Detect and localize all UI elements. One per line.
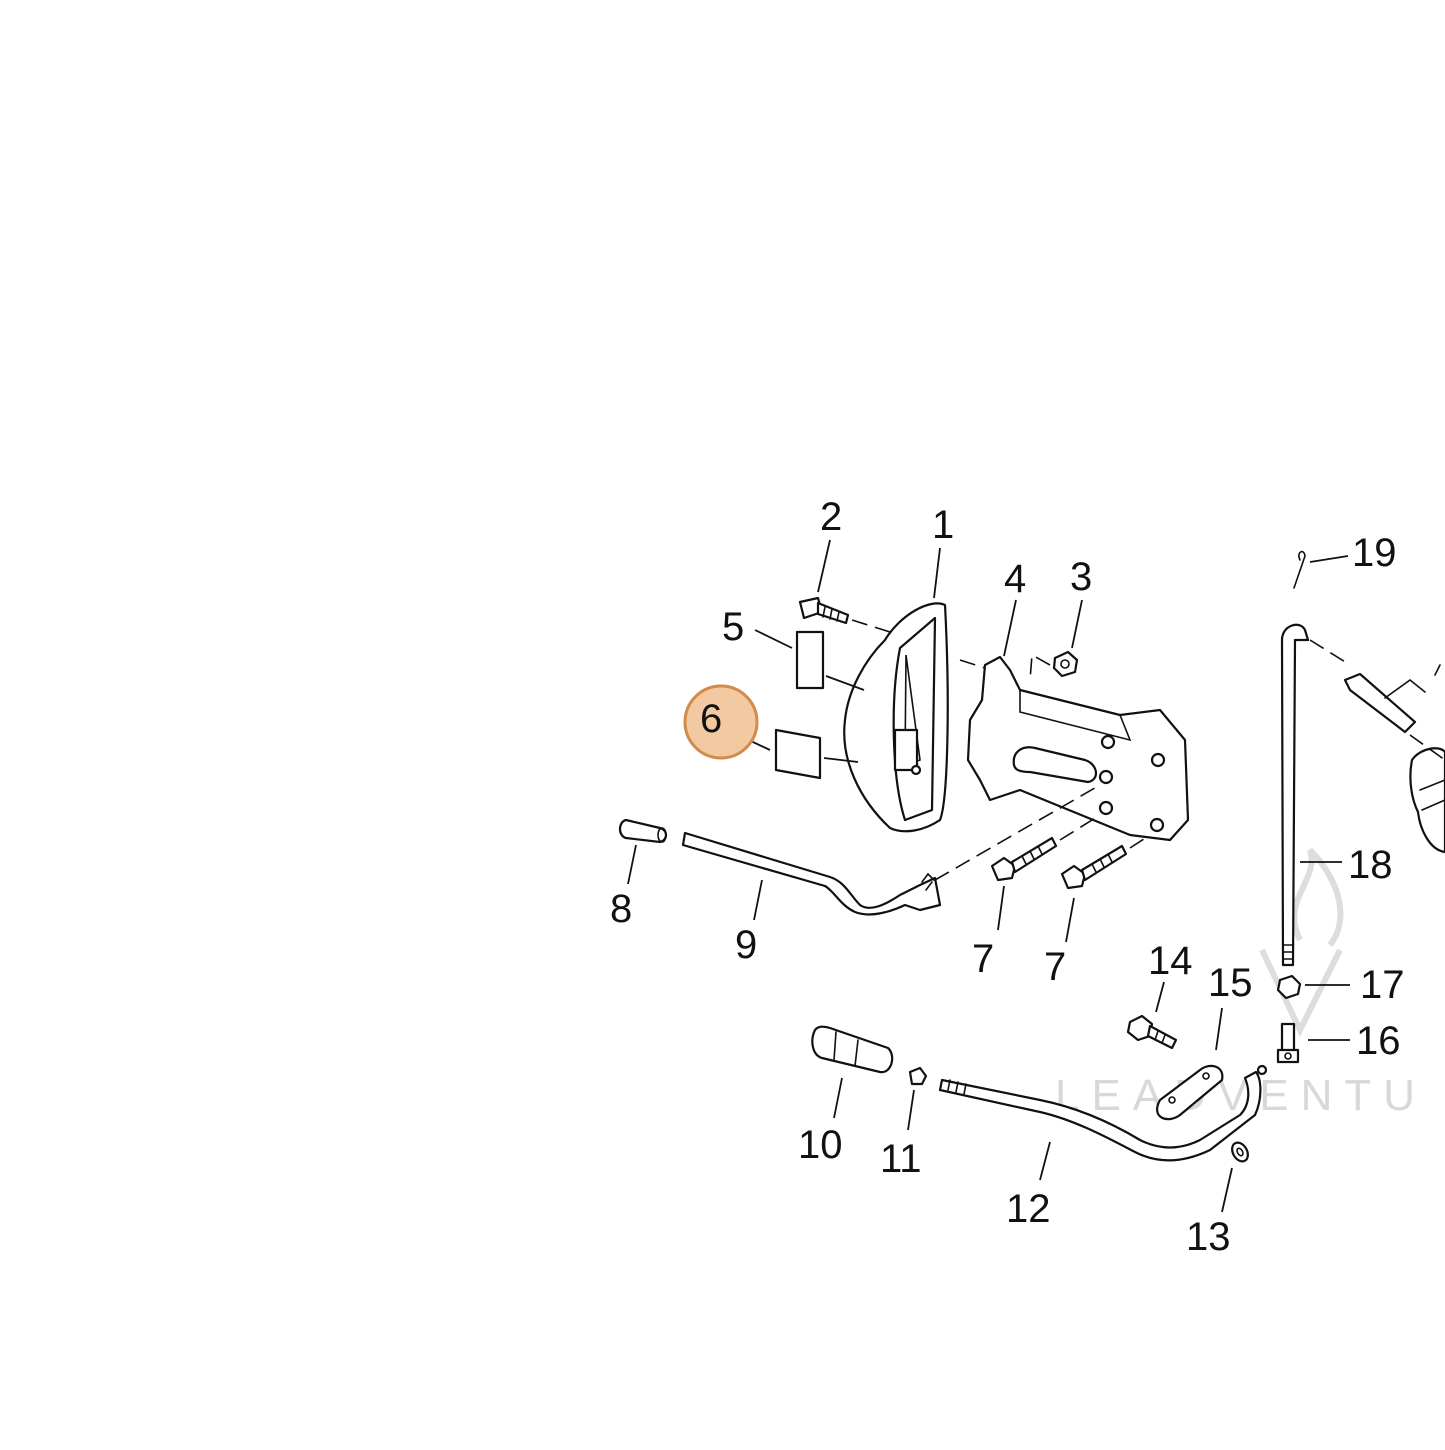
callout-18[interactable]: 18 — [1348, 843, 1393, 887]
assembly-dash-lines — [934, 784, 1151, 881]
part-4-bracket — [959, 655, 1190, 842]
part-6-label-sticker — [774, 728, 859, 780]
callout-3[interactable]: 3 — [1070, 555, 1092, 599]
callout-2[interactable]: 2 — [820, 495, 842, 539]
part-2-screw — [798, 596, 891, 633]
part-3-nut — [1029, 650, 1079, 681]
leader-lines — [627, 539, 1350, 1213]
callout-5[interactable]: 5 — [722, 605, 744, 649]
callout-8[interactable]: 8 — [610, 887, 632, 931]
watermark: LEADVENTU — [1055, 847, 1427, 1120]
part-8-cap — [618, 818, 668, 844]
callout-17[interactable]: 17 — [1360, 963, 1405, 1007]
part-7-screw-a — [990, 836, 1058, 882]
part-5-label-sticker — [795, 630, 865, 691]
part-9-rod — [681, 831, 942, 916]
callout-19[interactable]: 19 — [1352, 531, 1397, 575]
callout-11[interactable]: 11 — [880, 1137, 922, 1181]
callout-9[interactable]: 9 — [735, 923, 757, 967]
callout-15[interactable]: 15 — [1208, 961, 1253, 1005]
callout-labels: 1 2 3 4 5 6 7 7 8 9 10 11 12 13 14 15 16… — [610, 495, 1405, 1259]
callout-7-b[interactable]: 7 — [1044, 945, 1066, 989]
part-13-washer — [1231, 1141, 1249, 1163]
callout-16[interactable]: 16 — [1356, 1019, 1401, 1063]
callout-7-a[interactable]: 7 — [972, 937, 994, 981]
part-1-handle-shell — [843, 602, 949, 833]
callout-6[interactable]: 6 — [700, 697, 722, 741]
callout-10[interactable]: 10 — [798, 1123, 843, 1167]
watermark-text: LEADVENTU — [1055, 1071, 1427, 1120]
part-11-nut — [908, 1066, 928, 1086]
callout-4[interactable]: 4 — [1004, 557, 1026, 601]
partial-linkage-right — [1343, 664, 1445, 854]
part-18-rod — [1280, 623, 1351, 967]
callout-14[interactable]: 14 — [1148, 939, 1193, 983]
part-15-plate — [1156, 1064, 1224, 1121]
part-14-bolt — [1126, 1014, 1178, 1050]
part-10-knob — [811, 1025, 894, 1074]
part-7-screw-b — [1060, 844, 1128, 890]
part-19-cotter-pin — [1293, 550, 1306, 589]
part-12-shift-rod — [938, 1064, 1268, 1162]
callout-12[interactable]: 12 — [1006, 1187, 1051, 1231]
part-17-nut — [1276, 974, 1302, 1000]
callout-1[interactable]: 1 — [932, 503, 954, 547]
callout-6-highlight[interactable] — [683, 684, 759, 760]
callout-13[interactable]: 13 — [1186, 1215, 1231, 1259]
part-16-connector — [1276, 1022, 1300, 1064]
